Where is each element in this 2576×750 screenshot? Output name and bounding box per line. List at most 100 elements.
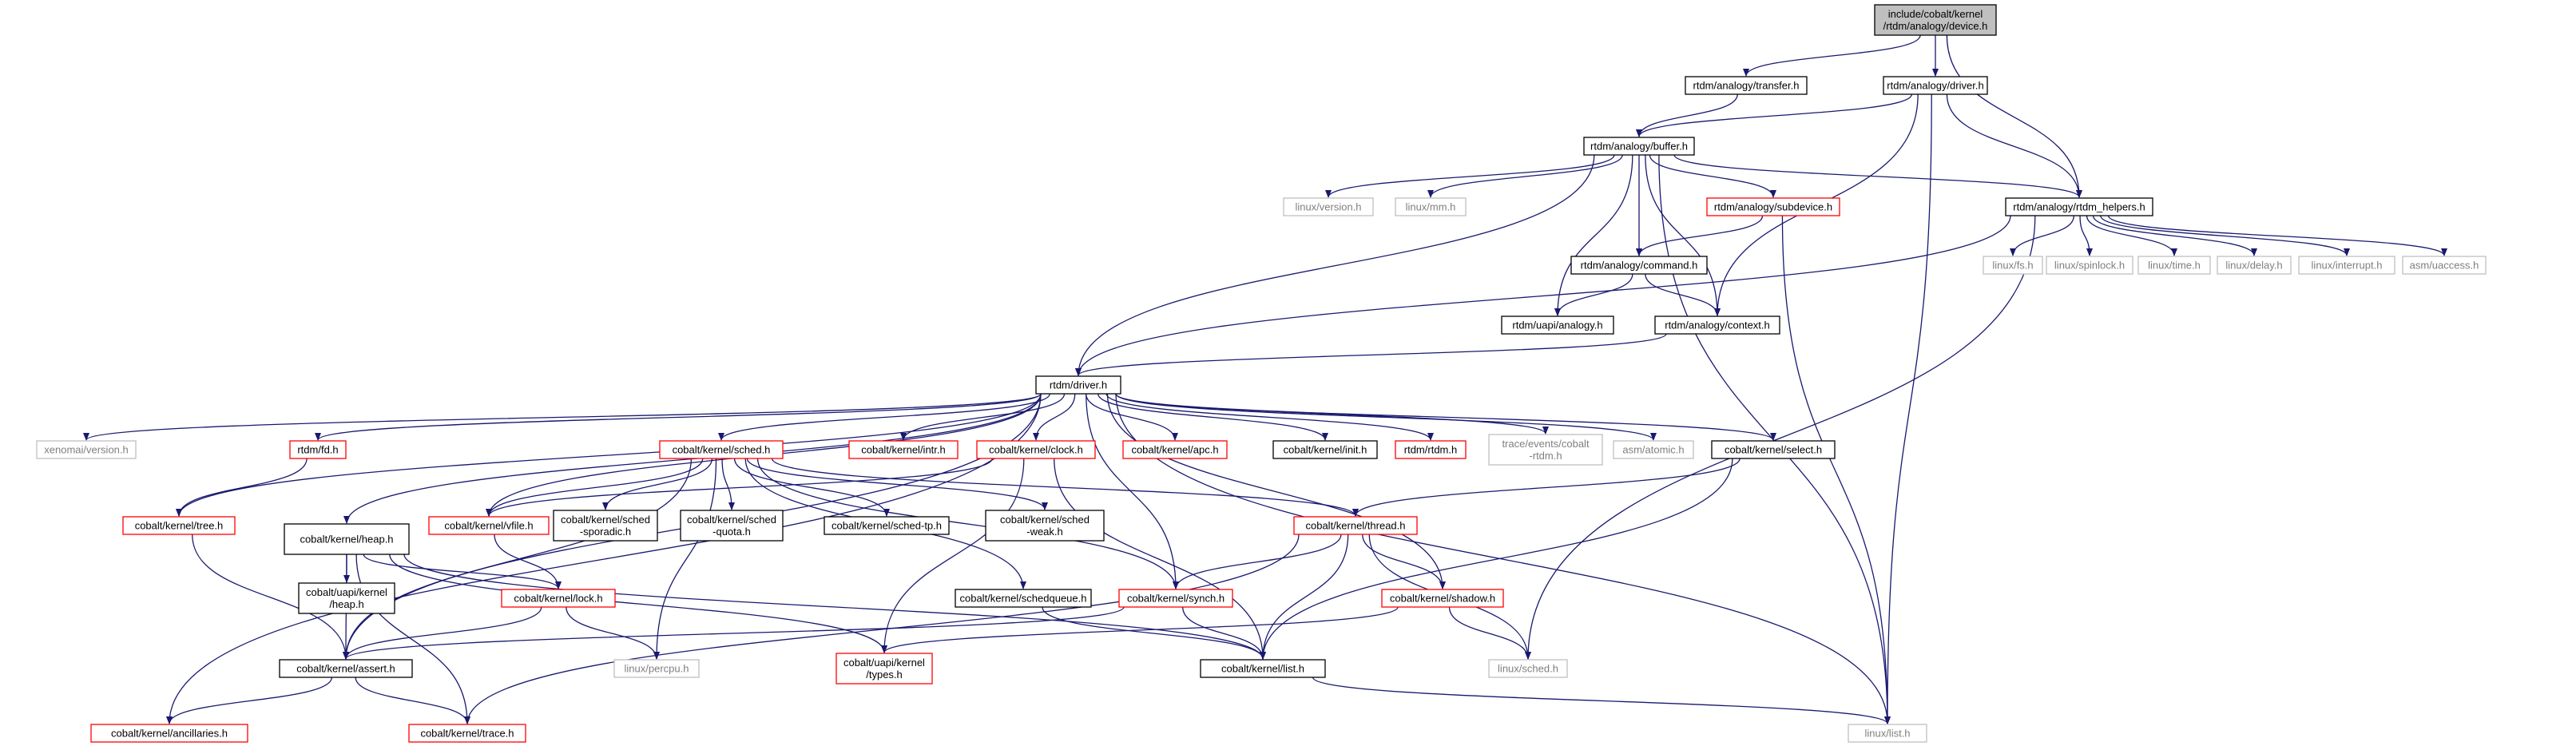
node-weak[interactable]: cobalt/kernel/sched-weak.h: [985, 510, 1105, 542]
node-label-llist: linux/list.h: [1864, 727, 1910, 739]
node-label-asmatomic: asm/atomic.h: [1622, 443, 1684, 455]
node-box-subdevice: [1706, 197, 1840, 216]
node-label-sporadic: cobalt/kernel/sched: [561, 514, 650, 526]
node-label-lock: cobalt/kernel/lock.h: [514, 592, 602, 604]
node-label-apc: cobalt/kernel/apc.h: [1131, 443, 1218, 455]
node-box-adriver: [1883, 76, 1988, 95]
node-rdriver[interactable]: rtdm/driver.h: [1035, 375, 1121, 395]
edge-sched-to-synch: [756, 458, 1179, 589]
node-ancillaries[interactable]: cobalt/kernel/ancillaries.h: [90, 724, 248, 743]
node-sched[interactable]: cobalt/kernel/sched.h: [659, 440, 784, 459]
node-buffer[interactable]: rtdm/analogy/buffer.h: [1583, 137, 1695, 156]
node-fd[interactable]: rtdm/fd.h: [289, 440, 347, 459]
node-box-asmuacc: [2402, 256, 2487, 275]
node-box-buffer: [1583, 137, 1695, 156]
node-clock[interactable]: cobalt/kernel/clock.h: [976, 440, 1096, 459]
edge-root-to-helpers: [1946, 34, 2082, 198]
node-thread[interactable]: cobalt/kernel/thread.h: [1293, 516, 1418, 535]
node-label-command: rtdm/analogy/command.h: [1581, 259, 1698, 271]
node-box-apc: [1122, 440, 1228, 459]
node-uapi_analogy[interactable]: rtdm/uapi/analogy.h: [1501, 315, 1614, 335]
edge-rdriver-to-synch: [1086, 393, 1179, 589]
node-label-synch: cobalt/kernel/synch.h: [1127, 592, 1224, 604]
node-init[interactable]: cobalt/kernel/init.h: [1272, 440, 1378, 459]
node-context[interactable]: rtdm/analogy/context.h: [1654, 315, 1780, 335]
node-label-intr: cobalt/kernel/intr.h: [861, 443, 946, 455]
node-label-tree: cobalt/kernel/tree.h: [135, 519, 224, 531]
node-box-lsched: [1488, 659, 1568, 678]
node-label-root: include/cobalt/kernel: [1888, 8, 1983, 20]
node-intr[interactable]: cobalt/kernel/intr.h: [848, 440, 959, 459]
node-command[interactable]: rtdm/analogy/command.h: [1570, 256, 1708, 275]
node-vfile[interactable]: cobalt/kernel/vfile.h: [428, 516, 550, 535]
edge-helpers-to-lspin: [2079, 215, 2093, 256]
edge-assert-to-ancillaries: [166, 677, 332, 724]
edge-clock-to-uapitypes: [881, 458, 1025, 653]
node-helpers[interactable]: rtdm/analogy/rtdm_helpers.h: [2005, 197, 2153, 216]
node-trace_ev: trace/events/cobalt-rtdm.h: [1488, 434, 1603, 466]
edge-clock-to-klist: [1054, 458, 1266, 660]
node-heap[interactable]: cobalt/kernel/heap.h: [284, 523, 410, 555]
edge-sched-to-quota: [721, 458, 735, 510]
node-select[interactable]: cobalt/kernel/select.h: [1711, 440, 1836, 459]
node-label-fd: rtdm/fd.h: [297, 443, 338, 455]
edge-adriver-to-llist: [1884, 93, 1932, 724]
edge-thread-to-synch: [1173, 534, 1342, 589]
node-trace[interactable]: cobalt/kernel/trace.h: [408, 724, 526, 743]
node-lversion: linux/version.h: [1283, 197, 1374, 216]
node-box-uapiheap: [298, 582, 395, 614]
edge-heap-to-klist: [403, 554, 1266, 660]
node-uapitypes[interactable]: cobalt/uapi/kernel/types.h: [836, 653, 933, 685]
node-transfer[interactable]: rtdm/analogy/transfer.h: [1685, 76, 1808, 95]
edge-select-to-klist: [1260, 458, 1733, 660]
edge-buffer-to-context: [1645, 154, 1721, 316]
edge-clock-to-vfile: [486, 458, 993, 517]
node-label-xversion: xenomai/version.h: [44, 443, 129, 455]
node-box-xversion: [36, 440, 137, 459]
node-synch[interactable]: cobalt/kernel/synch.h: [1118, 589, 1233, 608]
node-sporadic[interactable]: cobalt/kernel/sched-sporadic.h: [553, 510, 658, 542]
node-label-uapitypes: cobalt/uapi/kernel: [843, 657, 925, 669]
node-label-vfile: cobalt/kernel/vfile.h: [444, 519, 533, 531]
node-assert[interactable]: cobalt/kernel/assert.h: [279, 659, 413, 678]
node-box-asmatomic: [1613, 440, 1694, 459]
node-box-thread: [1293, 516, 1418, 535]
node-label-lint: linux/interrupt.h: [2312, 259, 2383, 271]
node-label-lsched: linux/sched.h: [1498, 662, 1558, 674]
node-box-weak: [985, 510, 1105, 542]
node-lfs: linux/fs.h: [1983, 256, 2043, 275]
node-asmuacc: asm/uaccess.h: [2402, 256, 2487, 275]
edge-transfer-to-buffer: [1636, 93, 1738, 137]
node-apc[interactable]: cobalt/kernel/apc.h: [1122, 440, 1228, 459]
edge-rdriver-to-clock: [1033, 393, 1076, 441]
node-label-uapi_analogy: rtdm/uapi/analogy.h: [1512, 319, 1602, 331]
edge-helpers-to-lsched: [1525, 215, 2036, 660]
node-label-lspin: linux/spinlock.h: [2054, 259, 2125, 271]
edge-helpers-to-ldelay: [2092, 215, 2257, 256]
edge-buffer-to-uapi_analogy: [1554, 154, 1633, 316]
edge-sched-to-percpu: [653, 458, 717, 660]
node-box-tp: [824, 516, 950, 535]
node-label-uapiheap: cobalt/uapi/kernel: [306, 586, 387, 598]
node-schedqueue[interactable]: cobalt/kernel/schedqueue.h: [955, 589, 1092, 608]
node-subdevice[interactable]: rtdm/analogy/subdevice.h: [1706, 197, 1840, 216]
edge-sched-to-vfile: [486, 458, 704, 517]
node-box-klist: [1200, 659, 1326, 678]
node-quota[interactable]: cobalt/kernel/sched-quota.h: [680, 510, 784, 542]
edge-buffer-to-lversion: [1325, 154, 1615, 198]
node-rtdmh[interactable]: rtdm/rtdm.h: [1395, 440, 1467, 459]
node-box-trace: [408, 724, 526, 743]
node-shadow[interactable]: cobalt/kernel/shadow.h: [1381, 589, 1504, 608]
node-box-root: [1874, 4, 1997, 36]
node-klist[interactable]: cobalt/kernel/list.h: [1200, 659, 1326, 678]
node-box-ancillaries: [90, 724, 248, 743]
node-label-trace: cobalt/kernel/trace.h: [420, 727, 514, 739]
node-label-ldelay: linux/delay.h: [2225, 259, 2282, 271]
node-tp[interactable]: cobalt/kernel/sched-tp.h: [824, 516, 950, 535]
node-tree[interactable]: cobalt/kernel/tree.h: [122, 516, 236, 535]
node-uapiheap[interactable]: cobalt/uapi/kernel/heap.h: [298, 582, 395, 614]
node-lock[interactable]: cobalt/kernel/lock.h: [501, 589, 616, 608]
node-label-select: cobalt/kernel/select.h: [1725, 443, 1822, 455]
node-adriver[interactable]: rtdm/analogy/driver.h: [1883, 76, 1988, 95]
node-label-trace_ev: -rtdm.h: [1529, 450, 1562, 462]
